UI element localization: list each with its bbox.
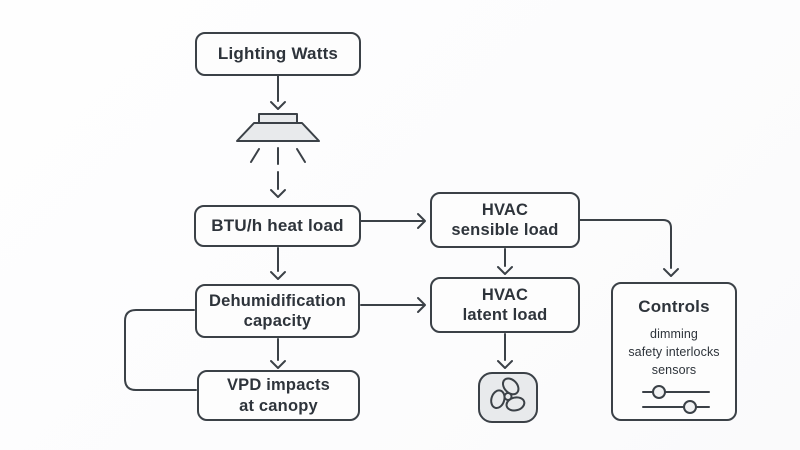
arrow-lamp-to-btu [270, 171, 286, 198]
node-vpd-impacts: VPD impacts at canopy [197, 370, 360, 421]
node-hvac-latent-load-label-line1: HVAC [481, 285, 529, 304]
arrow-dehum-to-vpd [270, 338, 286, 369]
node-vpd-impacts-label-line1: VPD impacts [226, 376, 331, 395]
node-lighting-watts-label: Lighting Watts [217, 43, 339, 63]
arrow-sensible-to-latent [497, 248, 513, 275]
arrow-latent-to-fan [497, 333, 513, 369]
node-controls: Controls dimming safety interlocks senso… [611, 282, 737, 421]
feedback-loop-vpd-to-dehum [124, 309, 197, 391]
node-btu-heat-load-label: BTU/h heat load [211, 215, 344, 235]
arrow-btu-to-dehum [270, 247, 286, 280]
arrow-watts-to-lamp [270, 75, 286, 110]
arrow-dehum-to-latent [360, 297, 426, 313]
node-dehumidification-label-line1: Dehumidification [208, 291, 347, 310]
node-hvac-sensible-load-label-line2: sensible load [451, 221, 559, 239]
node-hvac-sensible-load: HVAC sensible load [430, 192, 580, 248]
node-lighting-watts: Lighting Watts [195, 32, 361, 76]
arrow-btu-to-sensible [360, 213, 426, 229]
node-vpd-impacts-label-line2: at canopy [239, 396, 318, 415]
node-btu-heat-load: BTU/h heat load [194, 205, 361, 247]
node-dehumidification-label-line2: capacity [243, 312, 312, 330]
controls-item-sensors: sensors [651, 362, 697, 377]
node-hvac-latent-load-label-line2: latent load [462, 306, 548, 324]
controls-item-safety-interlocks: safety interlocks [628, 344, 720, 359]
node-dehumidification-capacity: Dehumidification capacity [195, 284, 360, 338]
arrow-sensible-to-controls [579, 219, 679, 277]
controls-title: Controls [638, 297, 710, 316]
node-hvac-sensible-load-label-line1: HVAC [481, 200, 529, 219]
fan-icon [478, 372, 538, 423]
lamp-icon [236, 113, 320, 165]
controls-item-dimming: dimming [650, 326, 698, 341]
node-hvac-latent-load: HVAC latent load [430, 277, 580, 333]
